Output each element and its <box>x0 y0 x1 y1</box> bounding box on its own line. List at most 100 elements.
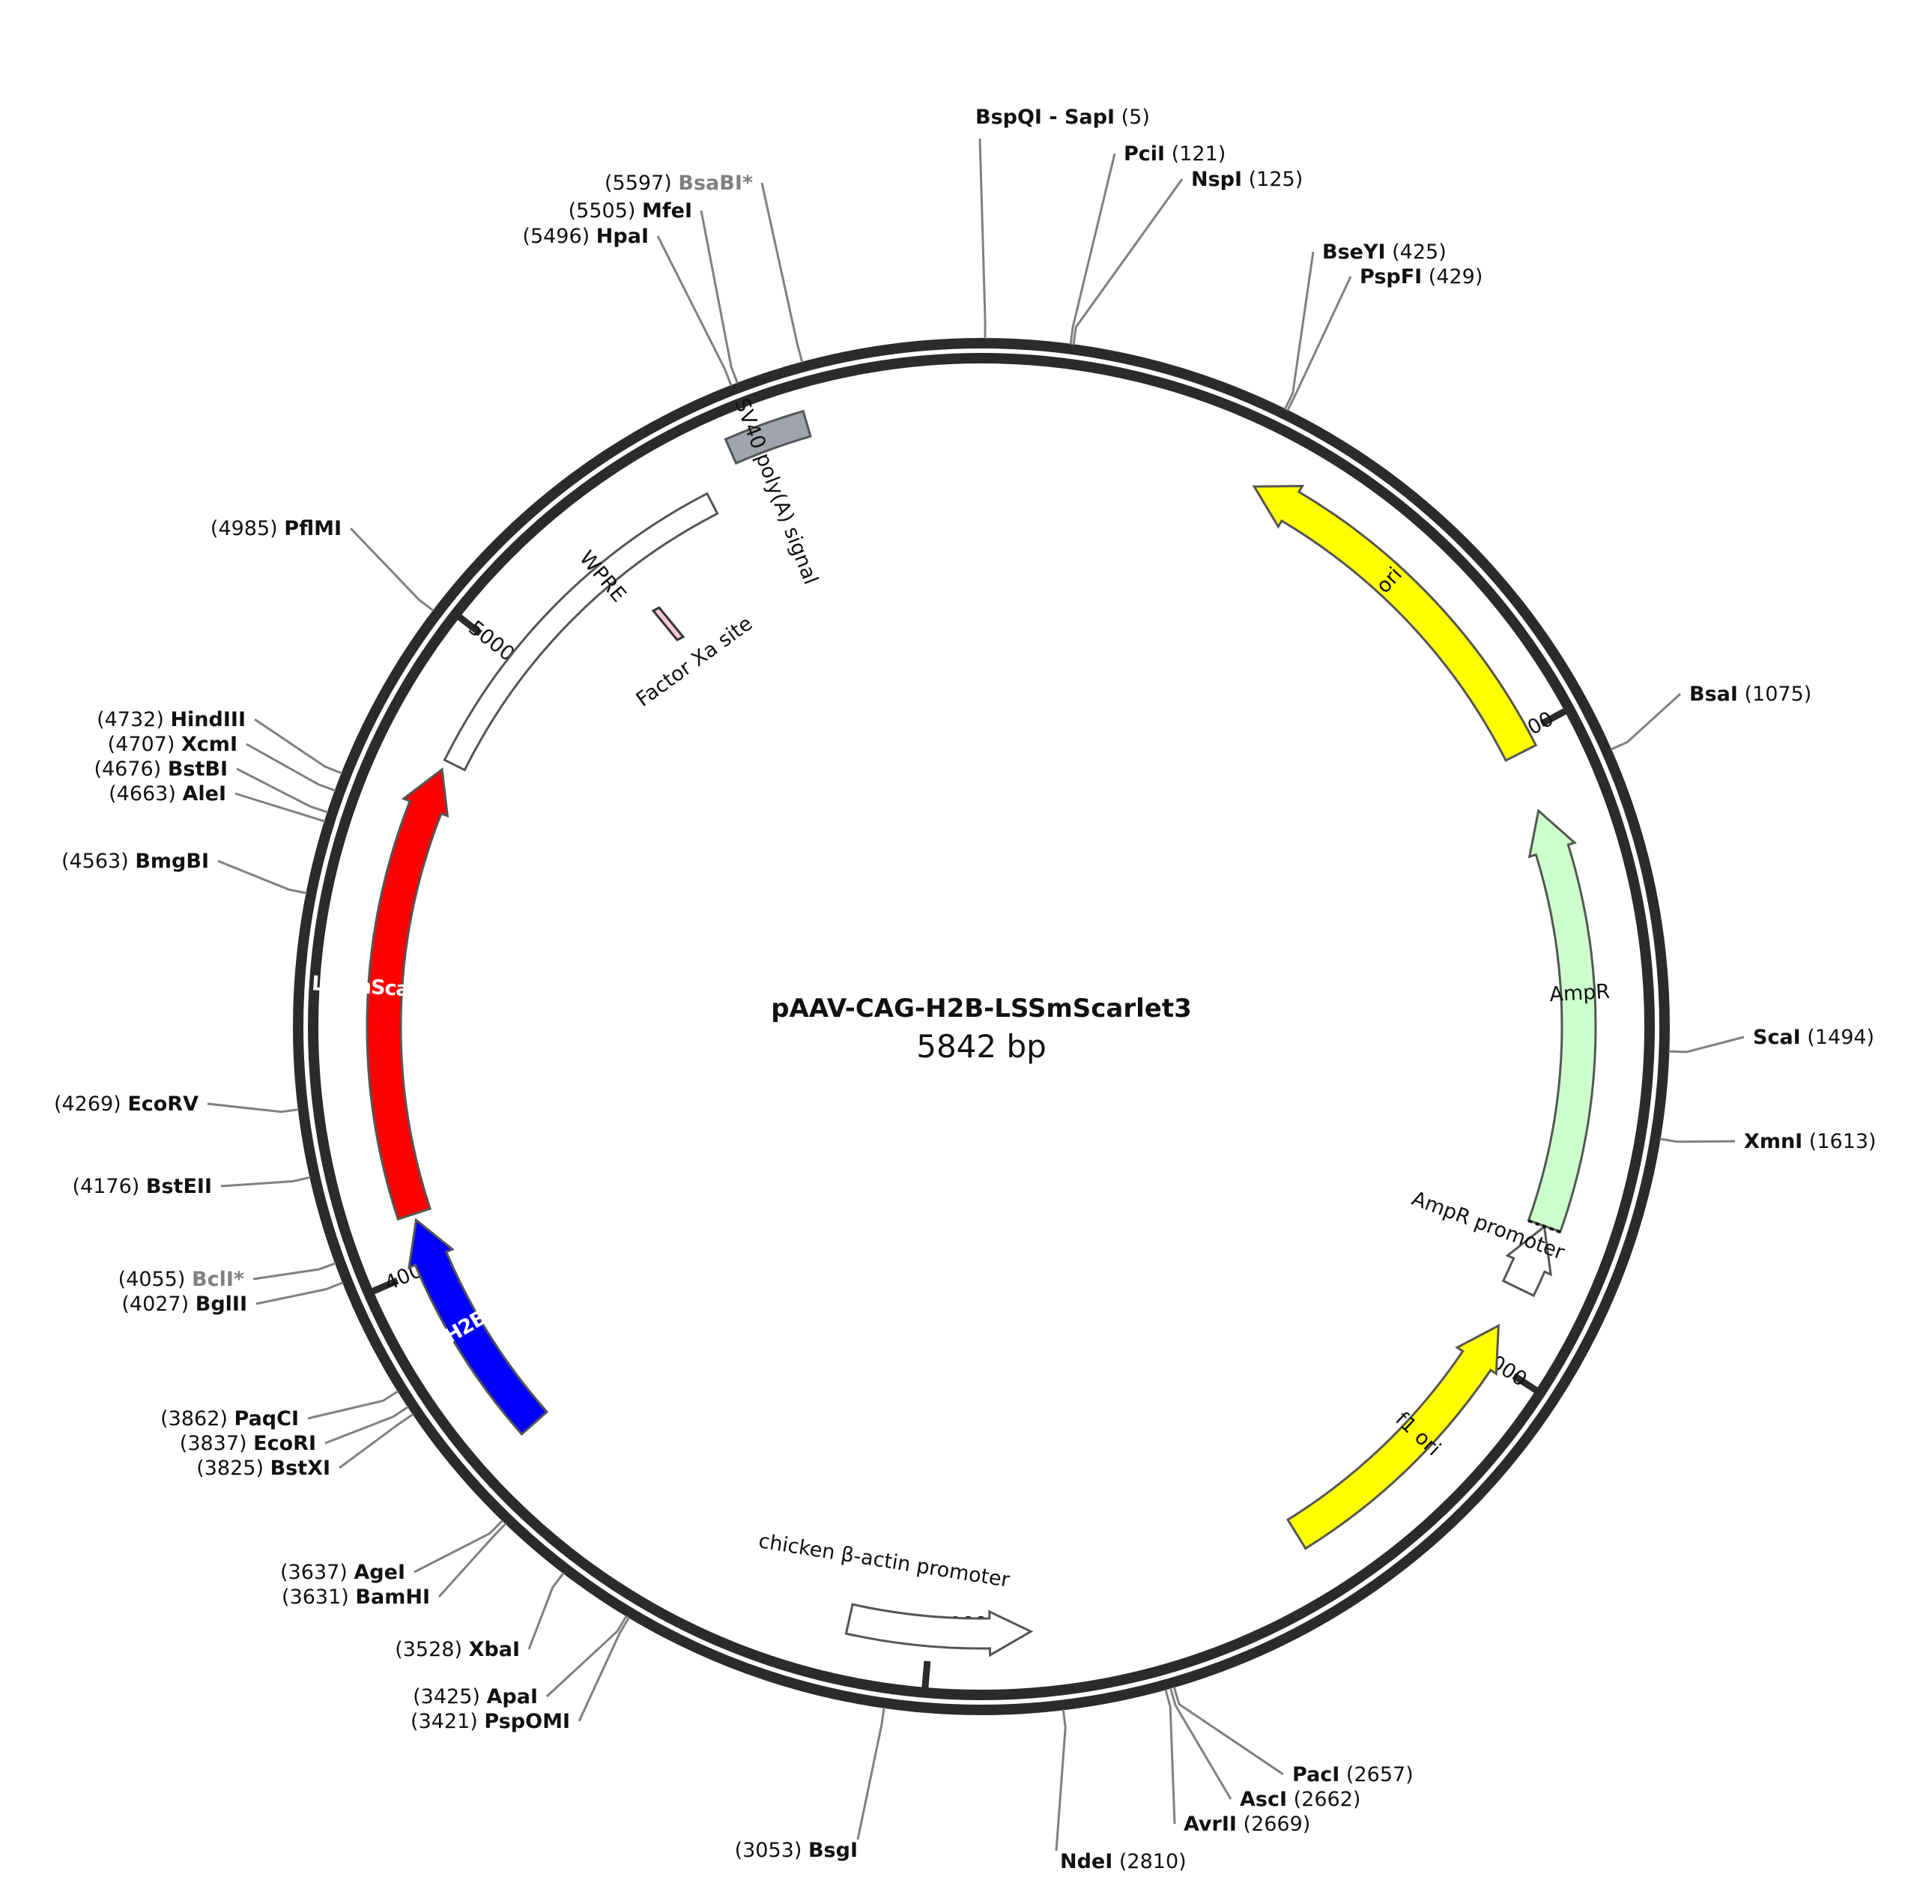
site-leader-line <box>1164 1689 1176 1825</box>
site-leader-line <box>1610 692 1682 751</box>
site-position: (3631) <box>282 1586 355 1609</box>
site-position: (3425) <box>413 1685 486 1708</box>
site-name: PacI <box>1292 1763 1339 1786</box>
site-position: (4176) <box>73 1175 146 1198</box>
site-position: (3421) <box>411 1710 484 1733</box>
site-name: NdeI <box>1060 1850 1112 1873</box>
site-name: AvrII <box>1184 1813 1237 1836</box>
site-leader-line <box>234 792 326 823</box>
site-position: (125) <box>1242 168 1303 191</box>
site-leader-line <box>246 743 336 792</box>
site-label: XmnI (1613) <box>1744 1130 1877 1153</box>
site-leader-line <box>324 1406 409 1445</box>
site-leader-lines <box>207 138 1745 1852</box>
site-leader-line <box>255 1281 344 1305</box>
site-label: (4027) BglII <box>121 1293 247 1316</box>
site-position: (3637) <box>280 1561 354 1584</box>
site-label: (4563) BmgBI <box>61 850 209 873</box>
feature-chicken-actin-promoter <box>844 1603 1034 1657</box>
site-label: (3862) PaqCI <box>160 1407 299 1430</box>
site-label: AvrII (2669) <box>1184 1813 1310 1836</box>
site-label: (4663) AleI <box>109 782 226 806</box>
site-position: (5505) <box>569 199 642 223</box>
site-leader-line <box>437 1523 507 1598</box>
site-name: PflMI <box>284 517 342 540</box>
site-position: (2657) <box>1339 1763 1413 1786</box>
site-label: AscI (2662) <box>1240 1788 1360 1811</box>
site-leader-line <box>760 182 804 363</box>
site-label: (4269) EcoRV <box>54 1092 199 1116</box>
site-name: EcoRV <box>127 1092 199 1116</box>
site-position: (4676) <box>94 758 167 781</box>
site-name: BmgBI <box>135 850 209 873</box>
site-label: (3528) XbaI <box>395 1638 520 1661</box>
site-position: (2810) <box>1112 1850 1186 1873</box>
site-leader-line <box>1172 1686 1284 1776</box>
site-name: PciI <box>1124 142 1165 166</box>
site-name: BstBI <box>168 758 228 781</box>
feature-label-chicken-actin-promoter: chicken β-actin promoter <box>757 1529 1011 1592</box>
site-label: (4176) BstEII <box>73 1175 212 1198</box>
site-leader-line <box>978 138 987 339</box>
site-label: BsaI (1075) <box>1689 683 1811 706</box>
site-label: (3631) BamHI <box>282 1586 430 1609</box>
site-position: (4707) <box>108 733 181 756</box>
outer-strand <box>293 338 1670 1715</box>
site-label: BspQI - SapI (5) <box>975 106 1150 129</box>
site-position: (429) <box>1422 265 1483 288</box>
site-leader-line <box>414 1519 503 1574</box>
site-name: ApaI <box>487 1685 539 1708</box>
site-leader-line <box>1659 1137 1736 1143</box>
factor-xa-marker <box>651 606 685 641</box>
site-leader-line <box>349 527 434 612</box>
site-leader-line <box>217 859 307 895</box>
site-leader-line <box>578 1616 631 1722</box>
site-name: BsaBI* <box>678 172 753 195</box>
ampr-junction <box>1527 1219 1561 1234</box>
site-label: PciI (121) <box>1124 142 1226 166</box>
site-label: PacI (2657) <box>1292 1763 1414 1786</box>
site-leader-line <box>545 1615 628 1698</box>
site-label: (3637) AgeI <box>280 1561 405 1584</box>
feature-label-lssmscarlet3: LSSmScarlet3 <box>311 972 460 1004</box>
tick-marks: 10002000300040005000 <box>369 612 1570 1692</box>
site-name: NspI <box>1191 168 1242 191</box>
site-name: MfeI <box>642 199 692 223</box>
plasmid-size: 5842 bp <box>916 1028 1047 1065</box>
site-name: HpaI <box>596 225 649 248</box>
feature-ampr <box>1527 809 1597 1233</box>
site-label: ScaI (1494) <box>1753 1026 1874 1049</box>
site-label: (4055) BclI* <box>118 1268 244 1291</box>
feature-ampr-promoter <box>1501 1224 1552 1298</box>
site-name: BclI* <box>192 1268 244 1291</box>
site-name: PaqCI <box>234 1407 299 1430</box>
site-leader-line <box>1283 251 1315 410</box>
site-label: (3837) EcoRI <box>180 1432 316 1455</box>
site-leader-line <box>1169 1687 1232 1800</box>
site-name: BsaI <box>1689 683 1738 706</box>
feature-sv40-polya <box>724 409 812 465</box>
site-label: NspI (125) <box>1191 168 1303 191</box>
site-leader-line <box>339 1412 414 1469</box>
site-position: (5597) <box>605 172 678 195</box>
site-position: (2662) <box>1287 1788 1360 1811</box>
site-label: (3053) BsgI <box>735 1839 858 1862</box>
site-leader-line <box>1069 153 1116 345</box>
site-position: (4985) <box>211 517 284 540</box>
site-name: ScaI <box>1753 1026 1801 1049</box>
site-name: PspOMI <box>484 1710 570 1733</box>
site-label: (5597) BsaBI* <box>605 172 753 195</box>
site-leader-line <box>220 1176 311 1188</box>
site-name: AscI <box>1240 1788 1287 1811</box>
site-position: (3528) <box>395 1638 468 1661</box>
site-name: BsgI <box>808 1839 858 1862</box>
site-position: (3053) <box>735 1839 808 1862</box>
site-name: PspFI <box>1360 265 1422 288</box>
site-position: (121) <box>1165 142 1226 166</box>
site-label: (4707) XcmI <box>108 733 237 756</box>
site-name: EcoRI <box>253 1432 316 1455</box>
feature-f1-ori <box>1286 1323 1501 1550</box>
feature-lssmscarlet3 <box>366 767 449 1221</box>
site-name: BglII <box>196 1293 247 1316</box>
tick-mark <box>1512 1373 1541 1395</box>
